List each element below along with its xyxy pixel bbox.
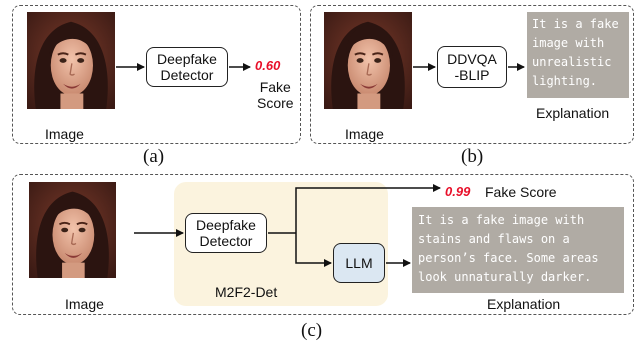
panel-a (12, 5, 301, 144)
m2f2-det-label: M2F2-Det (215, 284, 278, 300)
fake-score-value-a: 0.60 (255, 58, 281, 73)
explanation-label-c: Explanation (487, 296, 561, 312)
explanation-label-b: Explanation (536, 105, 610, 121)
arrow-c-to-fake-score (295, 184, 441, 233)
explanation-text-c: It is a fake image with stains and flaws… (412, 207, 624, 293)
image-label-a: Image (45, 126, 84, 142)
image-label-c: Image (65, 296, 104, 312)
deepfake-detector-box-c: Deepfake Detector (185, 213, 267, 253)
caption-b: (b) (461, 146, 484, 167)
fake-score-label-a: Fake Score (257, 79, 294, 111)
ddvqa-blip-box: DDVQA -BLIP (437, 46, 507, 88)
panel-c (12, 174, 634, 315)
image-label-b: Image (345, 126, 384, 142)
llm-box: LLM (333, 243, 385, 283)
deepfake-detector-box-a: Deepfake Detector (146, 47, 228, 87)
arrow-c-to-llm (295, 233, 332, 267)
panel-b (310, 5, 634, 144)
fake-score-value-c: 0.99 (445, 184, 471, 199)
explanation-text-b: It is a fake image with unrealistic ligh… (527, 12, 629, 98)
caption-c: (c) (301, 320, 323, 341)
caption-a: (a) (143, 146, 165, 167)
fake-score-label-c: Fake Score (485, 184, 557, 200)
